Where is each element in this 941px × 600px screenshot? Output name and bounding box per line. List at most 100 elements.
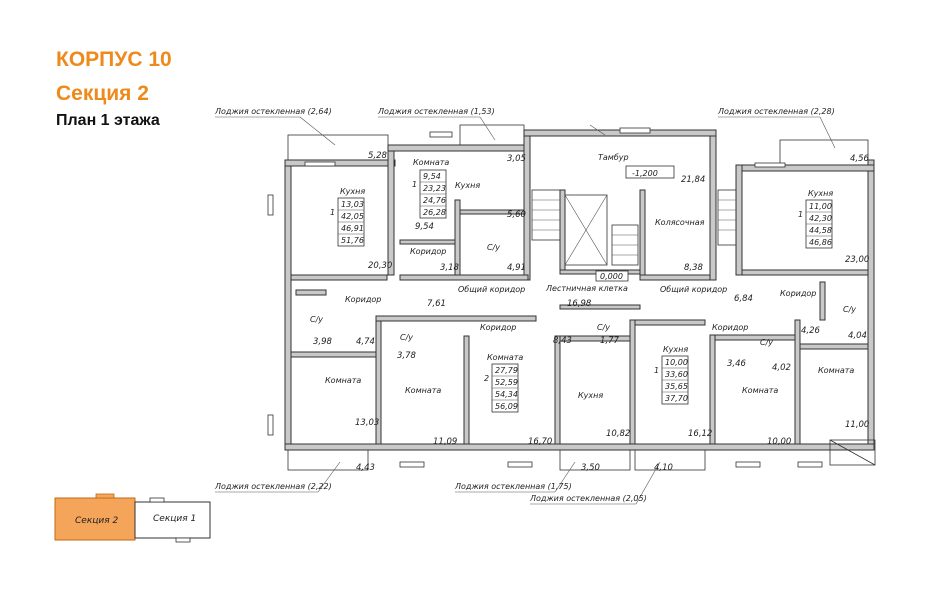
loggia-label-top-left: Лоджия остекленная (2,64) — [214, 107, 332, 116]
area-value: 11,00 — [809, 202, 832, 211]
dimension: 9,54 — [415, 222, 434, 232]
windows — [267, 127, 823, 468]
room-label: Общий коридор — [660, 285, 727, 294]
dimension: 4,02 — [772, 363, 791, 373]
level-mark-floor: 0,000 — [600, 272, 623, 281]
area-value: 24,76 — [423, 196, 446, 205]
dimension: 7,61 — [427, 299, 446, 309]
room-label: С/у — [597, 323, 610, 332]
key-plan-label-other: Секция 1 — [153, 514, 196, 524]
dimension: 3,18 — [440, 263, 460, 273]
dimension: 10,82 — [606, 429, 630, 439]
key-plan-label-active: Секция 2 — [75, 516, 119, 526]
loggia-label-bottom-left: Лоджия остекленная (2,22) — [214, 482, 332, 491]
dimension: 11,09 — [433, 437, 457, 447]
area-value: 52,59 — [495, 378, 518, 387]
dimension: 1,77 — [600, 336, 620, 346]
apartment-room-count: 1 — [330, 208, 335, 217]
dimension: 13,03 — [355, 418, 379, 428]
room-label: С/у — [487, 243, 500, 252]
area-value: 51,76 — [341, 236, 364, 245]
area-value: 10,00 — [665, 358, 688, 367]
loggia-label-bottom-right: Лоджия остекленная (2,05) — [529, 494, 647, 503]
dimension: 20,30 — [368, 261, 392, 271]
dimension: 23,00 — [845, 255, 869, 265]
apartment-room-count: 1 — [654, 366, 659, 375]
dimension: 4,26 — [801, 326, 821, 336]
room-label: С/у — [310, 315, 323, 324]
dimension: 3,50 — [581, 463, 600, 473]
dimension: 3,78 — [397, 351, 417, 361]
room-label: Общий коридор — [458, 285, 525, 294]
room-label: Комната — [487, 353, 523, 362]
room-label: Кухня — [808, 189, 833, 198]
dimension: 8,43 — [553, 336, 572, 346]
dimension: 16,98 — [567, 299, 592, 309]
room-label: Кухня — [663, 345, 688, 354]
room-label: Комната — [742, 386, 778, 395]
room-label: С/у — [760, 338, 773, 347]
room-label: Коридор — [780, 289, 816, 298]
dimension: 21,84 — [681, 175, 705, 185]
room-label: С/у — [843, 305, 856, 314]
floor-title: План 1 этажа — [56, 112, 160, 129]
dimension: 3,46 — [727, 359, 747, 369]
key-plan: Секция 2 Секция 1 — [54, 493, 211, 543]
area-value: 44,58 — [809, 226, 832, 235]
room-label: Комната — [818, 366, 854, 375]
room-label: Коридор — [480, 323, 516, 332]
area-value: 27,79 — [495, 366, 518, 375]
dimension: 3,98 — [313, 337, 333, 347]
stairwell — [531, 124, 737, 266]
area-value: 46,86 — [809, 238, 832, 247]
dimension: 5,28 — [368, 151, 388, 161]
room-label: Кухня — [455, 181, 480, 190]
apartment-room-count: 1 — [412, 180, 417, 189]
area-value: 26,28 — [423, 208, 446, 217]
room-label: Кухня — [340, 187, 365, 196]
room-label: Комната — [325, 376, 361, 385]
area-value: 9,54 — [423, 172, 441, 181]
area-value: 35,65 — [665, 382, 688, 391]
dimension: 16,12 — [688, 429, 712, 439]
dimension: 5,60 — [507, 210, 526, 220]
level-mark-entry: -1,200 — [632, 169, 658, 178]
loggia-label-bottom-mid: Лоджия остекленная (1,75) — [454, 482, 572, 491]
loggia-outlines — [287, 124, 876, 471]
dimension: 10,00 — [767, 437, 791, 447]
section-title: Секция 2 — [56, 82, 149, 105]
key-plan-section-1[interactable] — [134, 501, 211, 539]
interior-walls — [290, 189, 869, 445]
loggia-label-top-right: Лоджия остекленная (2,28) — [717, 107, 835, 116]
dimension: 4,04 — [848, 331, 867, 341]
room-label: Комната — [405, 386, 441, 395]
dimension: 4,43 — [356, 463, 375, 473]
room-label: Коридор — [410, 247, 446, 256]
area-value: 56,09 — [495, 402, 518, 411]
area-value: 42,30 — [809, 214, 832, 223]
room-label: Коридор — [712, 323, 748, 332]
apartment-room-count: 2 — [484, 374, 489, 383]
area-value: 42,05 — [341, 212, 364, 221]
dimension: 4,10 — [654, 463, 673, 473]
dimension: 3,05 — [507, 154, 526, 164]
room-label: Лестничная клетка — [545, 284, 628, 293]
building-title: КОРПУС 10 — [56, 48, 172, 71]
room-label: С/у — [400, 333, 413, 342]
dimension: 4,56 — [850, 154, 870, 164]
leader-lines — [215, 116, 836, 505]
area-value: 13,03 — [341, 200, 364, 209]
dimension: 6,84 — [734, 294, 753, 304]
room-label: Коридор — [345, 295, 381, 304]
area-value: 23,23 — [423, 184, 446, 193]
dimension: 4,91 — [507, 263, 526, 273]
room-label: Колясочная — [655, 218, 705, 227]
apartment-room-count: 1 — [798, 210, 803, 219]
room-label: Тамбур — [598, 153, 629, 162]
area-value: 46,91 — [341, 224, 364, 233]
room-label: Кухня — [578, 391, 603, 400]
dimension: 11,00 — [845, 420, 869, 430]
dimension: 8,38 — [684, 263, 704, 273]
dimension: 16,70 — [528, 437, 552, 447]
